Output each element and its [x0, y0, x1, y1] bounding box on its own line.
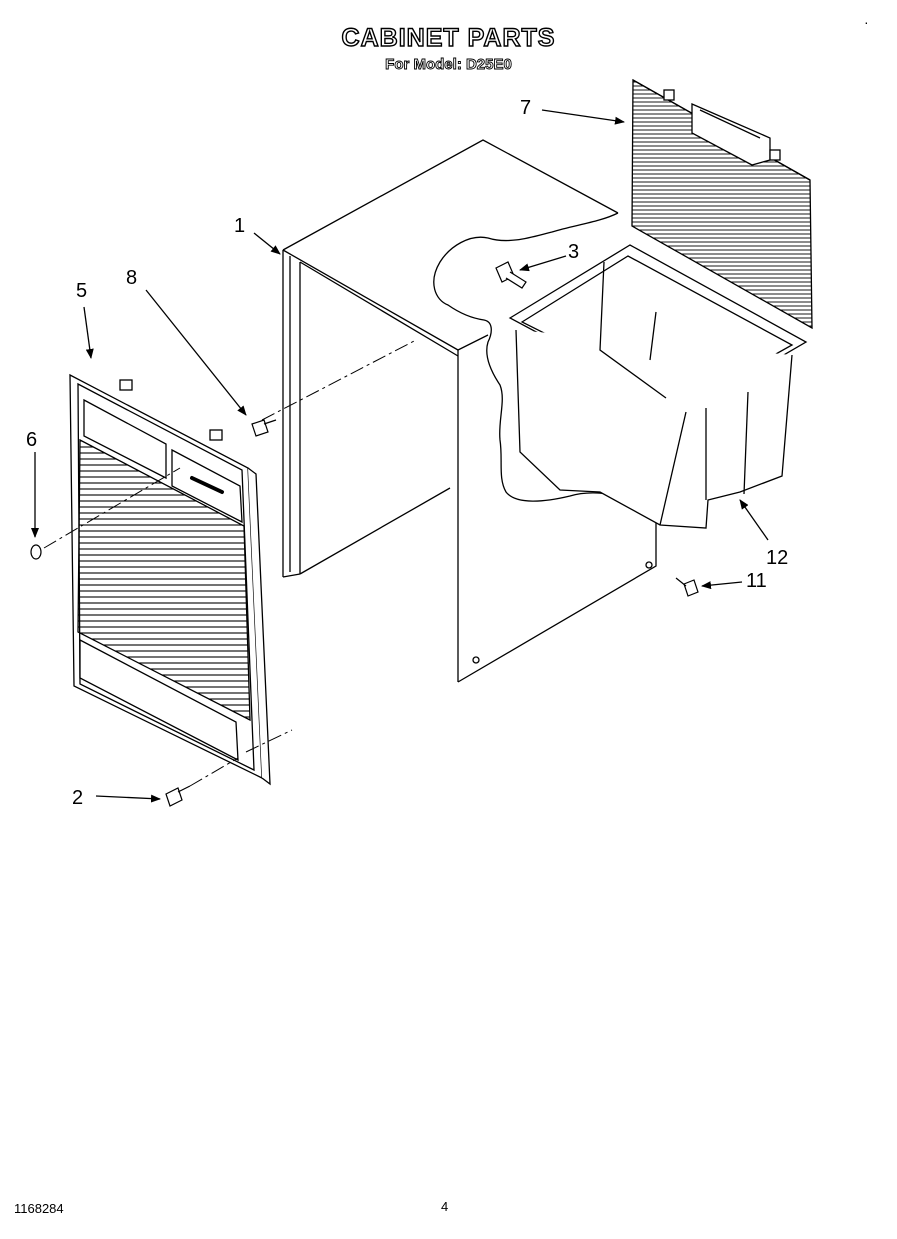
callout-2: 2 — [72, 787, 83, 809]
page-title: CABINET PARTS — [341, 23, 556, 52]
callout-12: 12 — [766, 547, 788, 569]
cabinet-shell — [282, 139, 657, 683]
page-number: 4 — [441, 1199, 449, 1214]
callout-5: 5 — [76, 280, 87, 302]
document-code: 1168284 — [14, 1201, 64, 1216]
leader-lines — [31, 109, 769, 803]
callout-6: 6 — [26, 429, 37, 451]
alignment-lines — [43, 339, 417, 787]
callout-8: 8 — [126, 267, 137, 289]
rear-grille — [631, 78, 813, 330]
front-grille — [69, 373, 271, 786]
callout-7: 7 — [520, 97, 531, 119]
screw-part-11 — [675, 577, 699, 597]
corner-mark: · — [864, 14, 869, 30]
water-bucket — [508, 244, 808, 529]
callout-11: 11 — [746, 570, 767, 592]
clip-part-3 — [495, 261, 527, 289]
screw-part-8 — [251, 419, 277, 437]
model-subtitle: For Model: D25E0 — [385, 56, 513, 74]
screw-part-2 — [165, 785, 191, 807]
callout-3: 3 — [568, 241, 579, 263]
plug-part-6 — [30, 544, 42, 560]
callout-1: 1 — [234, 215, 245, 237]
callout-labels: 1 2 3 5 6 7 8 11 12 — [26, 97, 788, 809]
